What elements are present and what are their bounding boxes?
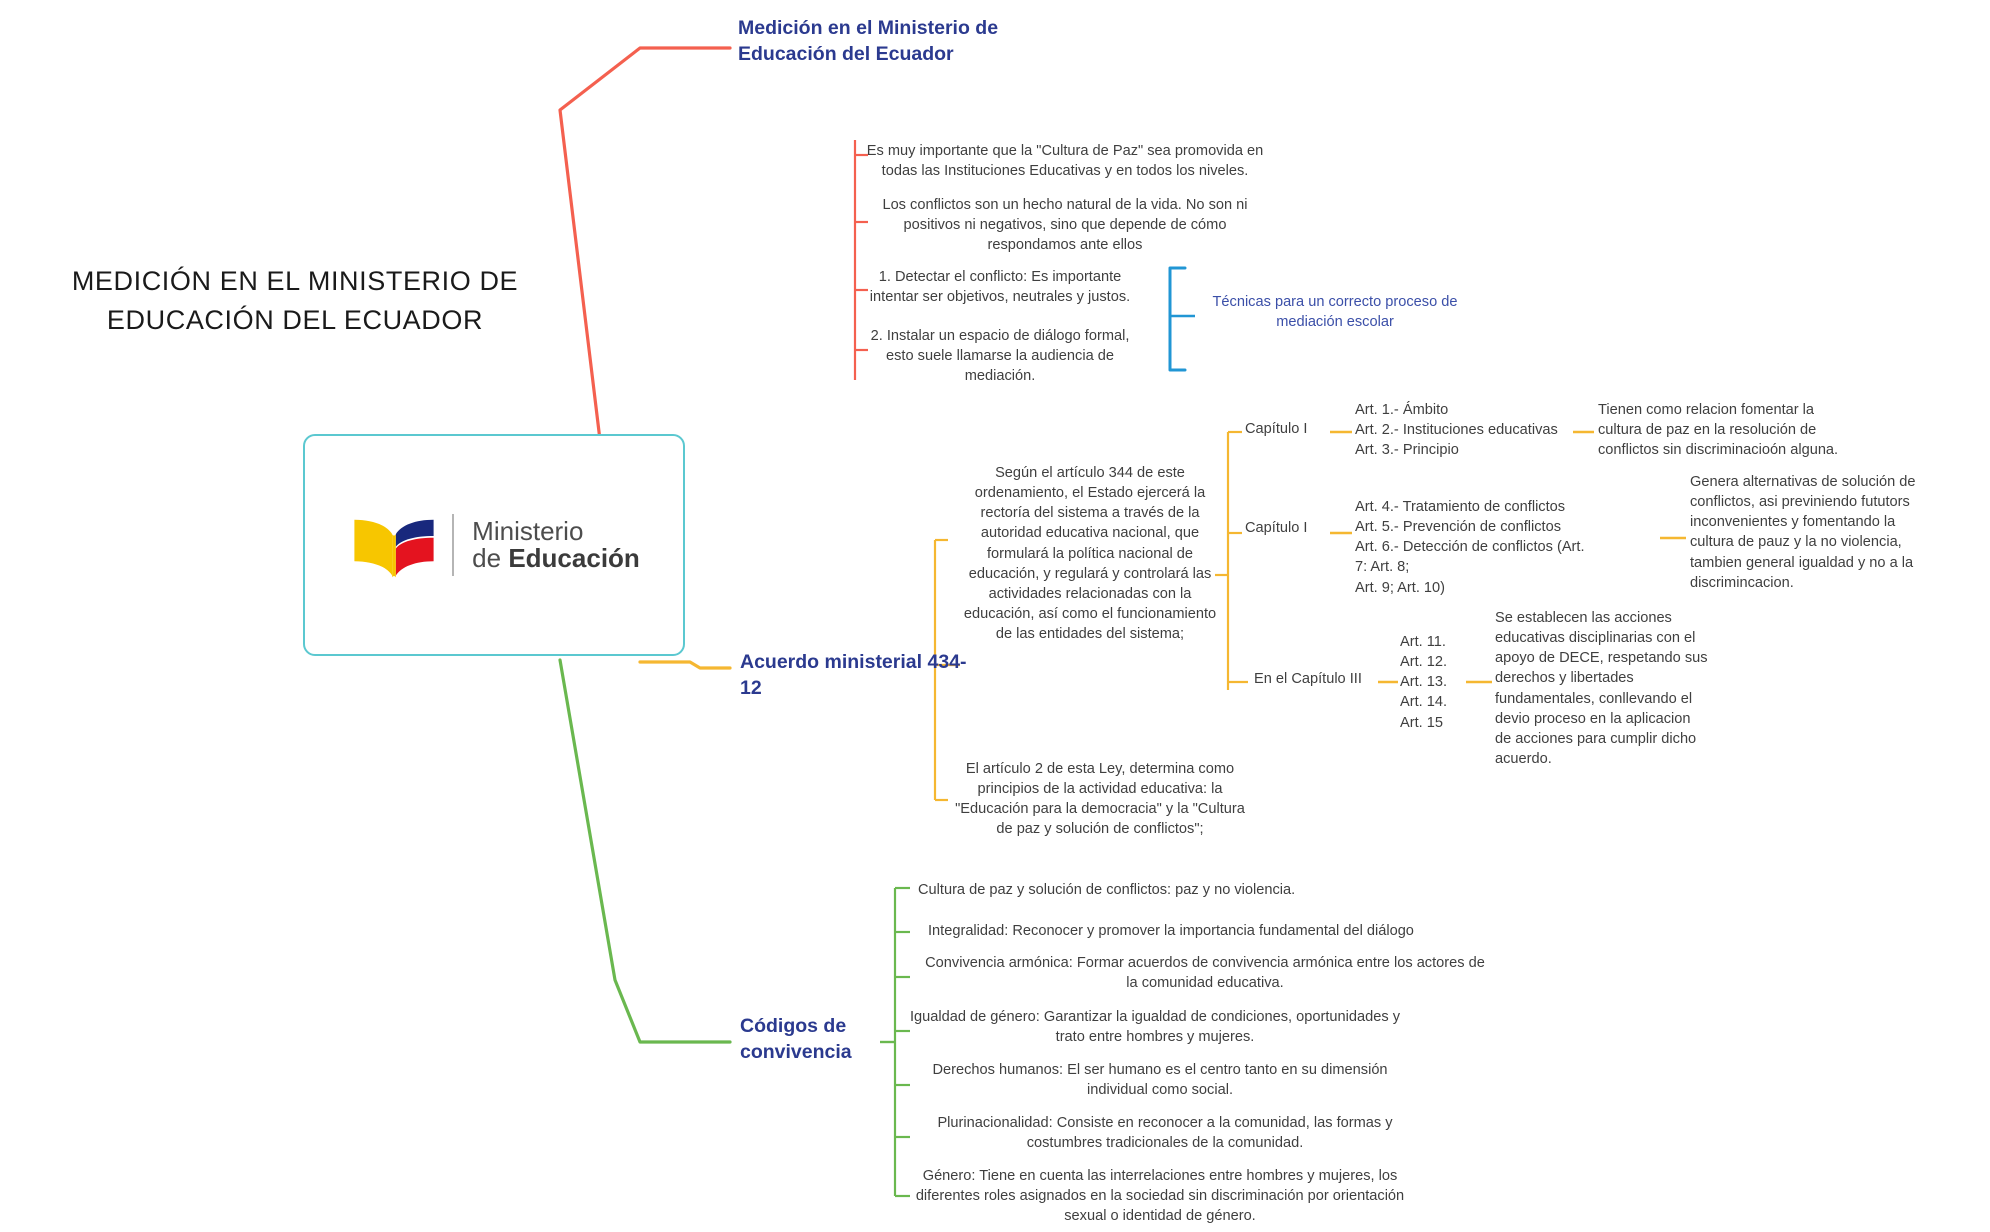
- chapter-1-articles: Art. 1.- Ámbito Art. 2.- Instituciones e…: [1355, 402, 1558, 459]
- branch-title-acuerdo-ministerial[interactable]: Acuerdo ministerial 434-12: [740, 651, 967, 699]
- ministry-logo: Ministerio de Educación: [348, 509, 640, 581]
- chapter-3-label[interactable]: En el Capítulo III: [1254, 671, 1362, 687]
- logo-line-educacion: de Educación: [472, 543, 640, 573]
- branch1-blue-bracket: [1168, 266, 1187, 372]
- branch-title-codigos-convivencia[interactable]: Códigos de convivencia: [740, 1015, 852, 1063]
- branch1-leaf-4: 2. Instalar un espacio de diálogo formal…: [870, 328, 1130, 385]
- branch3-leaf-1: Cultura de paz y solución de conflictos:…: [918, 882, 1296, 898]
- branch2-paragraph-bottom: El artículo 2 de esta Ley, determina com…: [955, 761, 1245, 838]
- branch1-grouped-note: Técnicas para un correcto proceso de med…: [1212, 294, 1458, 331]
- branch-title-medicion[interactable]: Medición en el Ministerio de Educación d…: [738, 17, 999, 65]
- branch3-leaf-5: Derechos humanos: El ser humano es el ce…: [932, 1062, 1388, 1099]
- branch1-leaf-1: Es muy importante que la "Cultura de Paz…: [866, 143, 1264, 180]
- branch2-stem: [638, 660, 732, 670]
- branch1-leaf-3: 1. Detectar el conflicto: Es importante …: [869, 269, 1131, 306]
- chapter-3-description: Se establecen las acciones educativas di…: [1495, 610, 1708, 767]
- branch3-leaf-7: Género: Tiene en cuenta las interrelacio…: [915, 1168, 1405, 1225]
- logo-line-ministerio: Ministerio: [472, 515, 584, 546]
- logo-divider: [452, 514, 455, 576]
- branch3-leaf-6: Plurinacionalidad: Consiste en reconocer…: [937, 1115, 1393, 1152]
- chapter-2-articles: Art. 4.- Tratamiento de conflictos Art. …: [1355, 499, 1585, 596]
- page-title: MEDICIÓN EN EL MINISTERIO DE EDUCACIÓN D…: [71, 266, 519, 336]
- branch3-stem: [558, 658, 732, 1044]
- logo-educacion-text: Educación: [508, 543, 640, 573]
- central-node-card[interactable]: Ministerio de Educación: [303, 434, 685, 656]
- chapter-2-label[interactable]: Capítulo I: [1245, 520, 1308, 536]
- branch1-leaf-2: Los conflictos son un hecho natural de l…: [882, 197, 1248, 254]
- chapter-1-label[interactable]: Capítulo I: [1245, 421, 1308, 437]
- chapter-2-description: Genera alternativas de solución de confl…: [1690, 474, 1916, 591]
- ecuador-book-flag-icon: [354, 519, 434, 578]
- branch3-leaf-3: Convivencia armónica: Formar acuerdos de…: [925, 955, 1485, 992]
- branch3-leaf-2: Integralidad: Reconocer y promover la im…: [928, 923, 1414, 939]
- chapter-3-articles: Art. 11. Art. 12. Art. 13. Art. 14. Art.…: [1400, 634, 1448, 731]
- logo-de-text: de: [472, 543, 509, 573]
- chapter-1-description: Tienen como relacion fomentar la cultura…: [1598, 402, 1839, 459]
- branch3-leaf-4: Igualdad de género: Garantizar la iguald…: [909, 1009, 1401, 1046]
- branch1-stem: [558, 46, 732, 442]
- branch2-paragraph-top: Según el artículo 344 de este ordenamien…: [963, 465, 1217, 642]
- logo-wordmark: Ministerio de Educación: [472, 515, 640, 573]
